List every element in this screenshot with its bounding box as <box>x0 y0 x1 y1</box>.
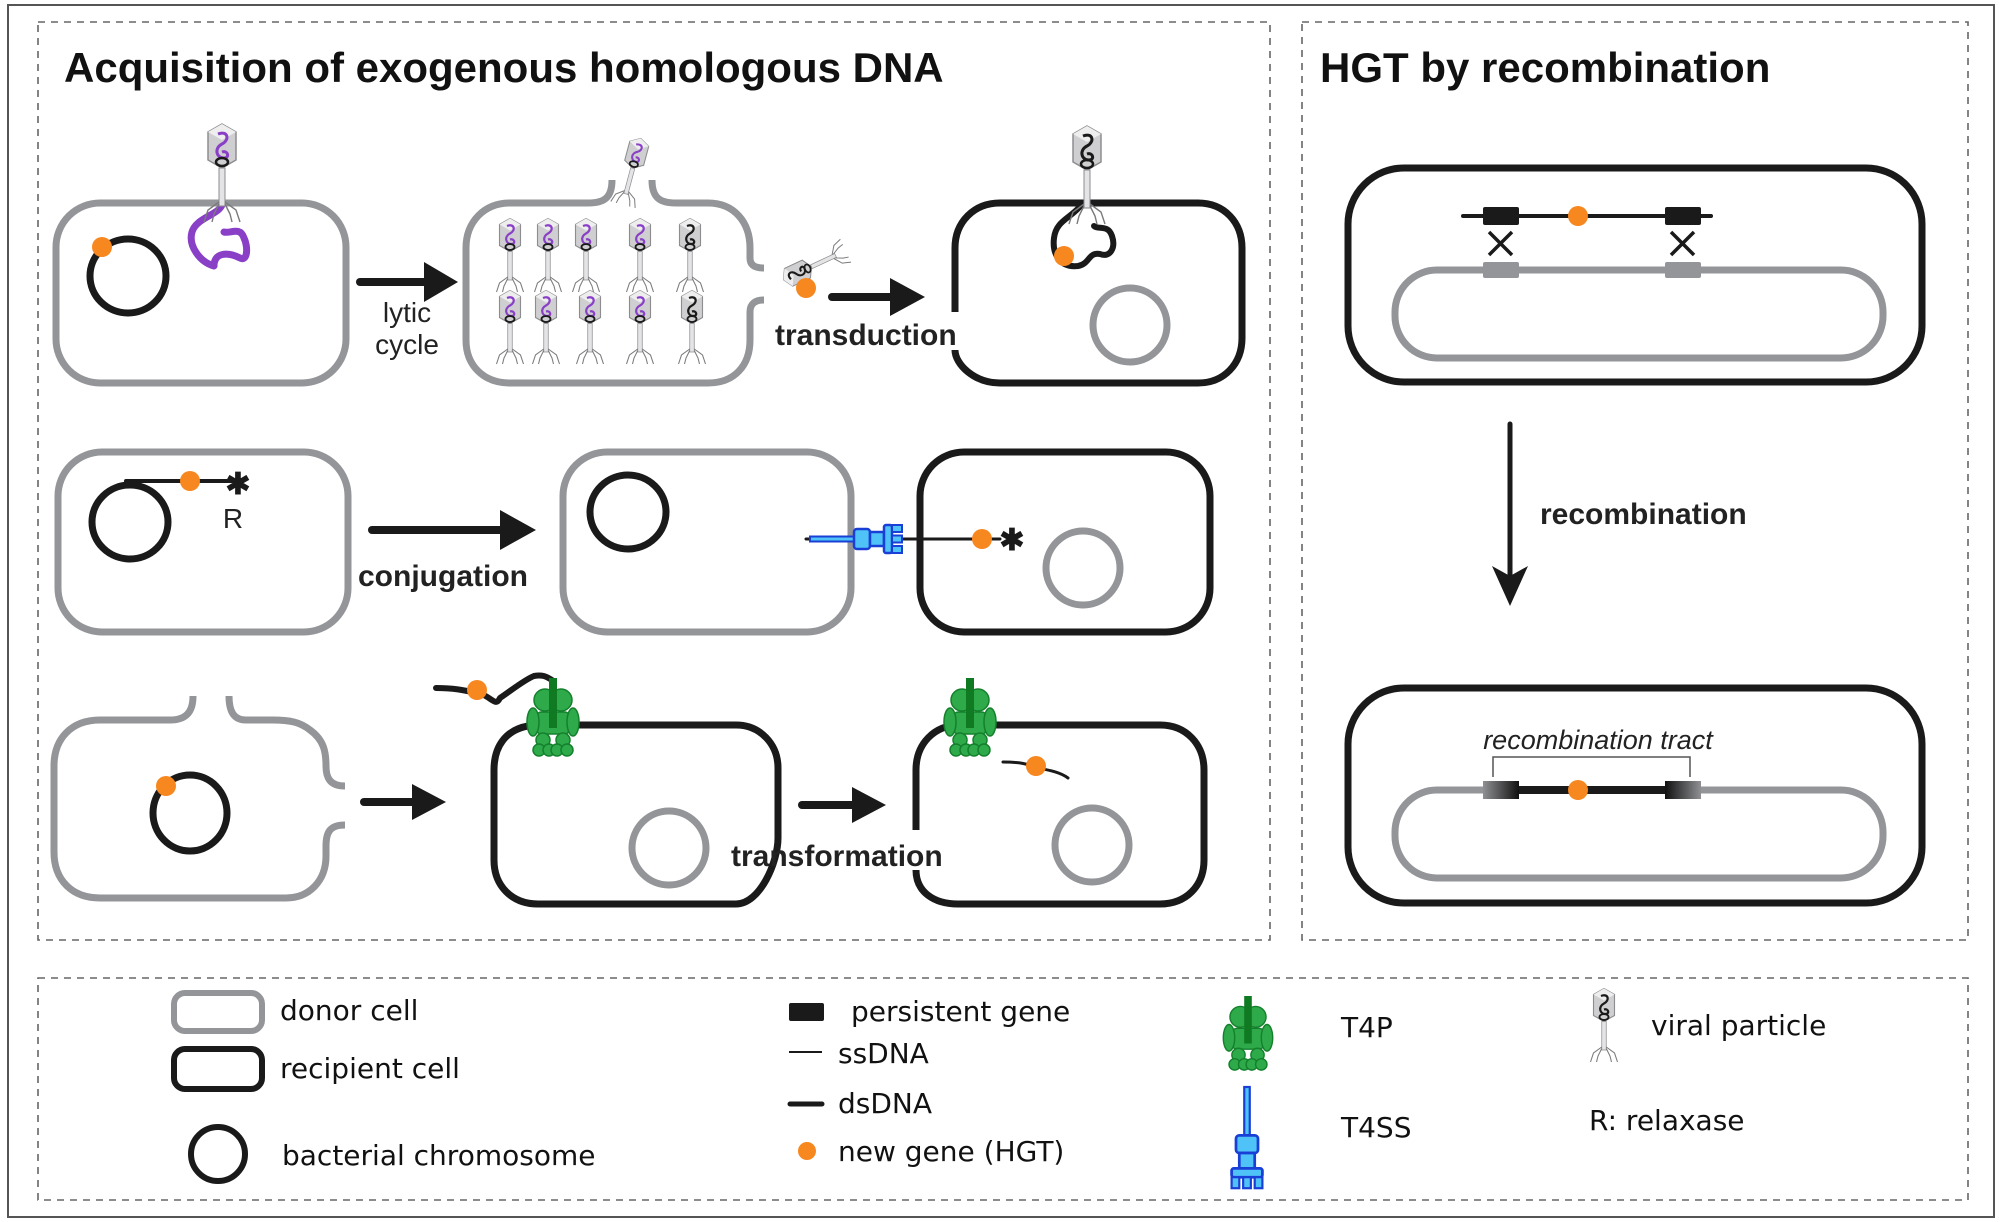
recombination-panel <box>1301 21 1969 941</box>
conjugation-row: ✱ R conjugation ✱ <box>54 448 1214 636</box>
new-gene-dot <box>972 529 992 549</box>
lysed-donor-cell <box>50 695 346 902</box>
legend-label: donor cell <box>280 994 418 1027</box>
legend-label: T4P <box>1340 1011 1393 1044</box>
recipient-chromosome <box>628 807 710 889</box>
recombined-boundary <box>1483 781 1519 799</box>
crossover-mark <box>1487 230 1514 257</box>
relaxase-symbol: ✱ <box>999 524 1024 557</box>
new-gene-dot <box>467 680 487 700</box>
legend-label: dsDNA <box>838 1087 932 1120</box>
new-gene-dot <box>1568 206 1588 226</box>
recipient-cell <box>490 721 782 908</box>
recombined-boundary <box>1665 781 1701 799</box>
legend-label: viral particle <box>1651 1009 1826 1042</box>
recombination-label: recombination <box>1540 498 1747 531</box>
chromosome-linear <box>1391 786 1887 882</box>
recipient-cell-icon <box>171 1046 265 1092</box>
recombination-arrow-head <box>1492 566 1528 606</box>
legend-label: R: relaxase <box>1589 1104 1745 1137</box>
t4p-icon <box>1222 995 1274 1071</box>
legend-label: persistent gene <box>851 995 1070 1028</box>
new-gene-dot <box>796 278 816 298</box>
legend-panel <box>37 977 1969 1201</box>
new-gene-dot <box>1568 780 1588 800</box>
recombination-title: HGT by recombination <box>1320 44 1770 91</box>
legend-label: recipient cell <box>280 1052 460 1085</box>
recipient-cell <box>1344 164 1926 386</box>
recipient-chromosome <box>1042 527 1124 609</box>
recombination-before <box>1344 164 1926 386</box>
viral-particle-icon <box>1589 987 1619 1063</box>
t4ss-icon <box>1230 1085 1264 1190</box>
recipient-cell <box>916 448 1214 636</box>
new-gene-icon <box>798 1142 816 1160</box>
homologous-region <box>1665 262 1701 278</box>
lytic-label-line2: cycle <box>375 329 439 360</box>
conjugation-label: conjugation <box>358 560 528 593</box>
relaxase-letter: R <box>223 503 243 534</box>
donor-cell <box>54 448 352 636</box>
new-gene-dot <box>1054 246 1074 266</box>
bacterial-chromosome <box>88 481 172 563</box>
recombination-after: recombination tract <box>1344 684 1926 907</box>
recombination-tract-label: recombination tract <box>1483 725 1714 755</box>
recipient-chromosome <box>1089 284 1171 366</box>
figure-frame <box>7 4 1995 1218</box>
donor-cell-icon <box>171 990 265 1034</box>
legend: donor cell recipient cell bacterial chro… <box>171 987 1826 1190</box>
t4p-icon <box>526 677 580 757</box>
chromosome-linear <box>1391 266 1887 362</box>
donor-cell <box>52 199 350 387</box>
conjugation-arrow-head <box>500 510 536 550</box>
legend-label: ssDNA <box>838 1037 929 1070</box>
acquisition-panel <box>37 21 1271 941</box>
t4p-icon <box>943 677 997 757</box>
new-gene-dot <box>92 237 112 257</box>
recipient-cell <box>951 199 1246 387</box>
recipient-cell <box>1344 684 1926 907</box>
bacterial-chromosome <box>586 471 670 553</box>
persistent-gene <box>1665 207 1701 225</box>
acquisition-title: Acquisition of exogenous homologous DNA <box>64 44 944 91</box>
transformation-row: transformation <box>50 672 1208 908</box>
new-gene-dot <box>180 471 200 491</box>
homologous-region <box>1483 262 1519 278</box>
release-arrow-head <box>412 784 446 820</box>
recipient-chromosome <box>1051 804 1133 886</box>
crossover-mark <box>1669 230 1696 257</box>
phage-dna-injected <box>187 201 251 270</box>
relaxase-symbol: ✱ <box>225 468 250 501</box>
lytic-arrow-head <box>424 262 458 302</box>
legend-label: T4SS <box>1340 1111 1411 1144</box>
transformation-label: transformation <box>731 840 943 873</box>
new-gene-dot <box>1026 756 1046 776</box>
legend-label: new gene (HGT) <box>838 1135 1064 1168</box>
bacterial-chromosome <box>86 235 170 317</box>
new-gene-dot <box>156 776 176 796</box>
persistent-gene <box>1483 207 1519 225</box>
recipient-cell <box>912 721 1208 908</box>
transduction-row: lytic cycle transduction <box>52 123 1246 387</box>
transduction-label: transduction <box>775 319 957 352</box>
lytic-label-line1: lytic <box>383 297 431 328</box>
persistent-gene-icon <box>789 1003 824 1021</box>
bacterial-chromosome-icon <box>188 1124 248 1184</box>
transduction-arrow-head <box>890 278 925 316</box>
transduced-dna <box>1050 201 1117 270</box>
uptake-arrow-head <box>852 787 886 823</box>
bacterial-chromosome <box>149 771 231 855</box>
tract-bracket <box>1492 756 1691 777</box>
t4ss-icon <box>808 523 904 555</box>
lysing-donor-cell <box>462 179 765 387</box>
legend-label: bacterial chromosome <box>282 1139 595 1172</box>
